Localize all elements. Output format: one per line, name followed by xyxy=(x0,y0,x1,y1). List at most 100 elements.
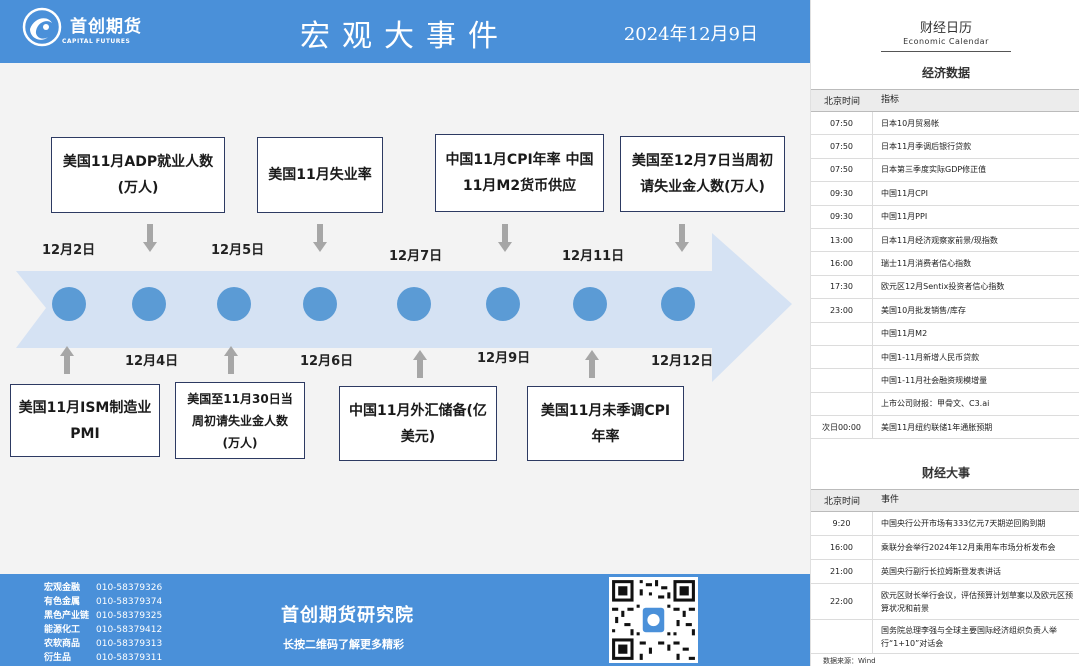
date-label: 12月11日 xyxy=(562,249,625,264)
row-description: 中国1-11月新增人民币贷款 xyxy=(881,352,980,362)
row-description: 美国11月纽约联储1年通胀预期 xyxy=(881,422,993,432)
date-label: 12月6日 xyxy=(300,354,354,369)
column-header-event: 事件 xyxy=(881,495,900,505)
header-date: 2024年12月9日 xyxy=(623,24,758,45)
down-arrow-icon xyxy=(498,224,512,252)
calendar-title: 财经日历 xyxy=(919,21,972,36)
contact-phone: 010-58379325 xyxy=(96,611,163,621)
contact-phone: 010-58379326 xyxy=(96,583,163,593)
event-box-adp: 美国11月ADP就业人数(万人) xyxy=(51,137,225,213)
row-description: 欧元区12月Sentix投资者信心指数 xyxy=(881,282,1005,292)
column-header-time: 北京时间 xyxy=(823,97,860,107)
timeline-node xyxy=(486,287,520,321)
timeline-node xyxy=(397,287,431,321)
row-description: 欧元区财长举行会议，评估预算计划草案以及欧元区预算状况和前景 xyxy=(881,590,1073,613)
logo-english-name: CAPITAL FUTURES xyxy=(62,38,131,45)
row-time: 07:50 xyxy=(811,158,873,182)
row-description: 日本11月季调后银行贷款 xyxy=(881,142,972,152)
up-arrow-icon xyxy=(224,346,238,374)
down-arrow-icons xyxy=(143,224,689,252)
row-time xyxy=(811,369,873,392)
header-bar: 首创期货 CAPITAL FUTURES 宏观大事件 2024年12月9日 xyxy=(0,0,810,63)
event-box-china-fx-reserves: 中国11月外汇储备(亿美元) xyxy=(339,386,497,461)
contact-dept: 宏观金融 xyxy=(44,583,81,593)
row-time: 22:00 xyxy=(811,584,873,619)
table-row: 中国1-11月社会融资规模增量 xyxy=(811,369,1079,393)
timeline-node xyxy=(573,287,607,321)
date-label: 12月5日 xyxy=(211,243,265,258)
row-time: 07:50 xyxy=(811,112,873,135)
row-description: 英国央行副行长拉姆斯登发表讲话 xyxy=(881,567,1001,576)
table-header: 北京时间 事件 xyxy=(811,489,1079,512)
row-time: 07:50 xyxy=(811,135,873,158)
table-row: 22:00 欧元区财长举行会议，评估预算计划草案以及欧元区预算状况和前景 xyxy=(811,584,1079,620)
row-description: 乘联分会举行2024年12月乘用车市场分析发布会 xyxy=(881,543,1056,552)
logo-name: 首创期货 xyxy=(70,17,142,37)
row-description: 美国10月批发销售/库存 xyxy=(881,305,966,315)
date-label: 12月12日 xyxy=(651,354,714,369)
page-title: 宏观大事件 xyxy=(300,19,510,54)
event-box-us-jobless-claims: 美国至12月7日当周初请失业金人数(万人) xyxy=(620,136,785,212)
footer-subtitle: 长按二维码了解更多精彩 xyxy=(283,638,404,651)
company-logo-icon xyxy=(22,7,62,47)
event-box-china-cpi-m2: 中国11月CPI年率 中国11月M2货币供应 xyxy=(435,134,604,212)
up-arrow-icon xyxy=(585,350,599,378)
row-description: 中国11月PPI xyxy=(881,212,928,222)
row-description: 中国11月CPI xyxy=(881,188,928,198)
timeline-node xyxy=(217,287,251,321)
row-description: 日本10月贸易帐 xyxy=(881,118,940,128)
calendar-subtitle: Economic Calendar xyxy=(903,37,989,46)
economic-calendar-panel: 财经日历 Economic Calendar 经济数据 北京时间 指标 07:5… xyxy=(810,0,1080,666)
table-row: 中国1-11月新增人民币贷款 xyxy=(811,345,1079,370)
contact-phone: 010-58379311 xyxy=(96,653,163,663)
column-header-indicator: 指标 xyxy=(881,95,900,105)
event-box-us-unemployment: 美国11月失业率 xyxy=(257,137,383,213)
table-row: 07:50 日本10月贸易帐 xyxy=(811,112,1079,136)
contact-row: 宏观金融 010-58379326 xyxy=(44,580,162,593)
row-time: 13:00 xyxy=(811,228,873,252)
table-row: 国务院总理李强与全球主要国际经济组织负责人举行“1+10”对话会 xyxy=(811,620,1079,654)
timeline-node xyxy=(52,287,86,321)
row-description: 国务院总理李强与全球主要国际经济组织负责人举行“1+10”对话会 xyxy=(881,625,1057,648)
contact-phone: 010-58379374 xyxy=(96,597,163,607)
table-row: 上市公司财报：甲骨文、C3.ai xyxy=(811,392,1079,417)
qr-code-icon[interactable] xyxy=(609,577,698,663)
row-description: 日本第三季度实际GDP修正值 xyxy=(881,165,987,175)
divider xyxy=(881,51,1011,52)
down-arrow-icon xyxy=(143,224,157,252)
footer-title: 首创期货研究院 xyxy=(281,605,414,626)
table-header: 北京时间 指标 xyxy=(811,89,1079,112)
main-panel: 首创期货 CAPITAL FUTURES 宏观大事件 2024年12月9日 xyxy=(0,0,810,666)
contact-dept: 能源化工 xyxy=(44,625,81,635)
timeline-node xyxy=(661,287,695,321)
event-box-us-jobless-claims-nov30: 美国至11月30日当周初请失业金人数(万人) xyxy=(175,382,305,459)
row-time: 09:30 xyxy=(811,205,873,228)
economic-data-title: 经济数据 xyxy=(921,66,970,80)
contact-phone: 010-58379313 xyxy=(96,639,163,649)
financial-events-title: 财经大事 xyxy=(921,466,970,480)
table-row: 中国11月M2 xyxy=(811,322,1079,346)
table-row: 17:30 欧元区12月Sentix投资者信心指数 xyxy=(811,275,1079,300)
up-arrow-icon xyxy=(413,350,427,378)
row-description: 中国1-11月社会融资规模增量 xyxy=(881,375,988,385)
table-body: 07:50 日本10月贸易帐 07:50 日本11月季调后银行贷款 07:50 日本第三季… xyxy=(811,112,1079,440)
table-row: 09:30 中国11月PPI xyxy=(811,205,1079,229)
row-time xyxy=(811,345,873,369)
row-time: 17:30 xyxy=(811,275,873,299)
up-arrow-icons xyxy=(60,346,599,378)
timeline-node xyxy=(132,287,166,321)
